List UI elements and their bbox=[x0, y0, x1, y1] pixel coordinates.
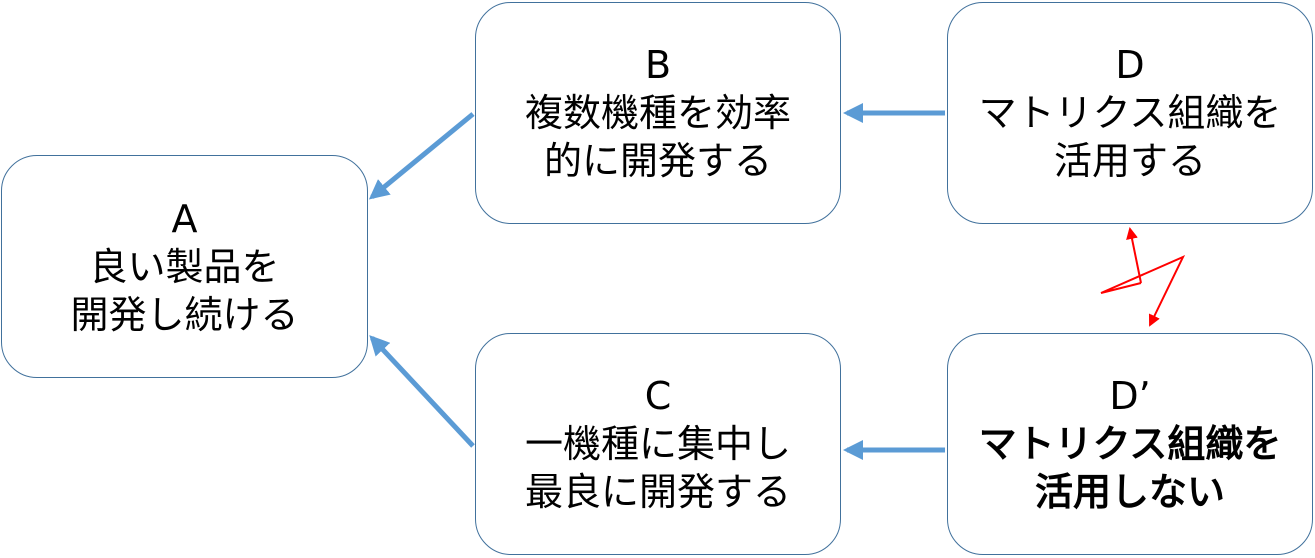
node-c-letter: C bbox=[644, 374, 672, 418]
node-b-text: 複数機種を効率 的に開発する bbox=[524, 91, 791, 183]
node-c: C 一機種に集中し 最良に開発する bbox=[475, 333, 841, 555]
node-d: D マトリクス組織を 活用する bbox=[947, 2, 1313, 224]
node-b: B 複数機種を効率 的に開発する bbox=[475, 2, 841, 224]
node-d-text: マトリクス組織を 活用する bbox=[978, 91, 1282, 183]
node-a: A 良い製品を 開発し続ける bbox=[1, 155, 368, 378]
node-d-prime-text: マトリクス組織を 活用しない bbox=[978, 422, 1282, 514]
conflict-arrow-head-top bbox=[1126, 227, 1142, 284]
arrow-c-to-a bbox=[369, 335, 475, 448]
arrow-b-to-a bbox=[368, 112, 475, 200]
conflict-arrow bbox=[1100, 254, 1186, 327]
node-c-text: 一機種に集中し 最良に開発する bbox=[524, 422, 791, 514]
node-d-prime-letter: D’ bbox=[1109, 374, 1151, 418]
node-a-text: 良い製品を 開発し続ける bbox=[70, 244, 299, 337]
node-a-letter: A bbox=[171, 196, 198, 241]
node-b-letter: B bbox=[644, 43, 672, 87]
node-d-prime: D’ マトリクス組織を 活用しない bbox=[947, 333, 1313, 555]
node-d-letter: D bbox=[1115, 43, 1145, 87]
